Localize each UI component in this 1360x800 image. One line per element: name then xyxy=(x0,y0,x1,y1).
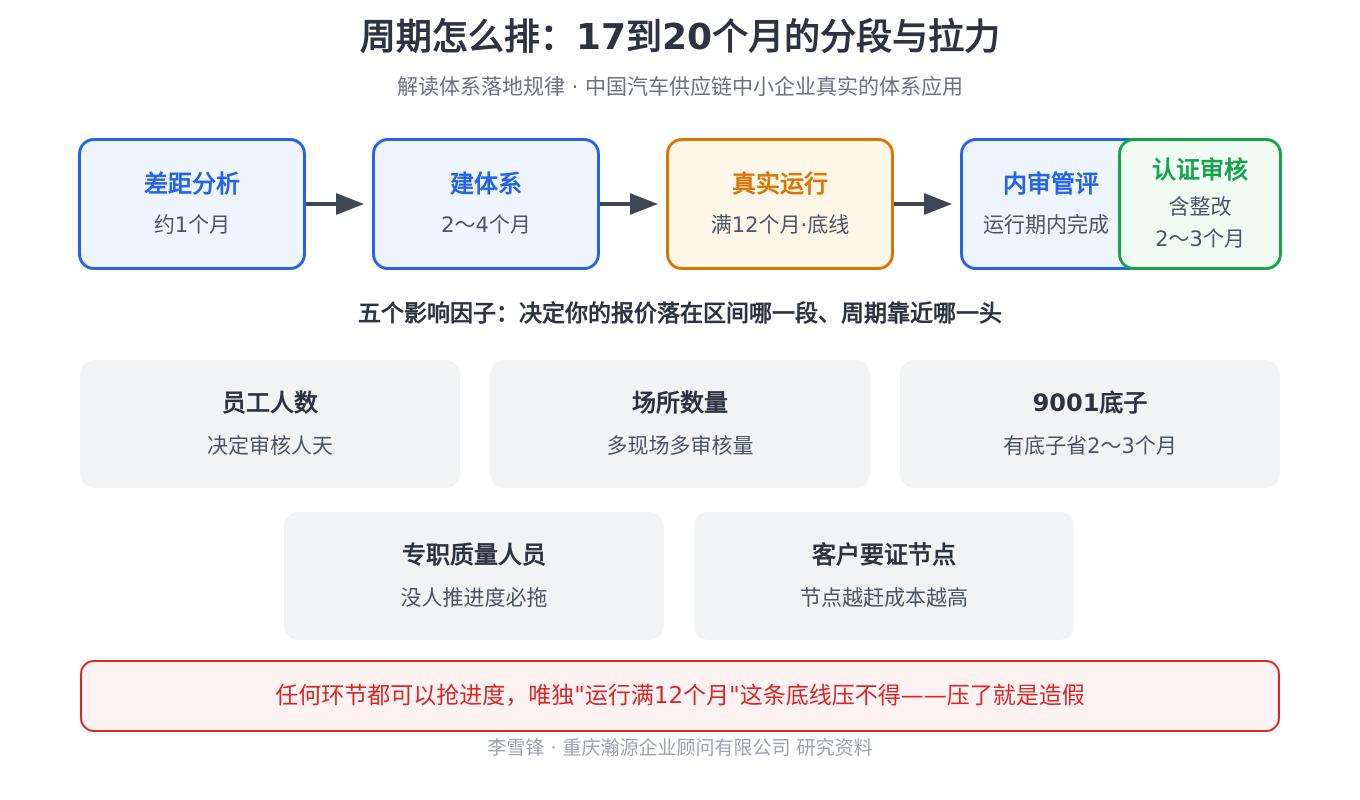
stage-build-system: 建体系 2～4个月 xyxy=(372,138,600,270)
factor-card-9001-basis: 9001底子 有底子省2～3个月 xyxy=(900,360,1280,488)
stage-duration: 运行期内完成 xyxy=(983,213,1109,237)
factor-card-sites: 场所数量 多现场多审核量 xyxy=(490,360,870,488)
factor-name: 客户要证节点 xyxy=(812,541,956,569)
stage-duration-line2: 2～3个月 xyxy=(1155,227,1245,251)
stage-name: 认证审核 xyxy=(1152,156,1248,184)
page-title: 周期怎么排：17到20个月的分段与拉力 xyxy=(359,17,1001,58)
factor-desc: 节点越赶成本越高 xyxy=(800,586,968,610)
factor-card-headcount: 员工人数 决定审核人天 xyxy=(80,360,460,488)
factor-name: 9001底子 xyxy=(1032,389,1148,417)
factor-card-customer-deadline: 客户要证节点 节点越赶成本越高 xyxy=(694,512,1074,640)
arrow-3-icon xyxy=(892,193,952,215)
stage-duration-line1: 含整改 xyxy=(1168,195,1232,219)
warning-text: 任何环节都可以抢进度，唯独"运行满12个月"这条底线压不得——压了就是造假 xyxy=(275,683,1085,709)
stage-name: 差距分析 xyxy=(144,170,240,198)
stage-real-operation: 真实运行 满12个月·底线 xyxy=(666,138,894,270)
factor-card-quality-staff: 专职质量人员 没人推进度必拖 xyxy=(284,512,664,640)
factor-name: 场所数量 xyxy=(632,389,728,417)
stage-name: 建体系 xyxy=(450,170,522,198)
stage-name: 内审管评 xyxy=(1003,170,1099,198)
arrow-1-icon xyxy=(304,193,364,215)
page-subtitle: 解读体系落地规律 · 中国汽车供应链中小企业真实的体系应用 xyxy=(396,75,964,99)
factor-desc: 决定审核人天 xyxy=(207,434,333,458)
arrow-2-icon xyxy=(598,193,658,215)
stage-name: 真实运行 xyxy=(732,170,828,198)
stage-gap-analysis: 差距分析 约1个月 xyxy=(78,138,306,270)
warning-banner: 任何环节都可以抢进度，唯独"运行满12个月"这条底线压不得——压了就是造假 xyxy=(80,660,1280,732)
factor-name: 员工人数 xyxy=(222,389,318,417)
factor-desc: 没人推进度必拖 xyxy=(400,586,548,610)
stage-duration: 约1个月 xyxy=(153,213,231,237)
factor-name: 专职质量人员 xyxy=(402,541,546,569)
stage-duration: 2～4个月 xyxy=(441,213,531,237)
factor-desc: 多现场多审核量 xyxy=(606,434,754,458)
stage-duration: 满12个月·底线 xyxy=(710,213,850,237)
factors-title: 五个影响因子：决定你的报价落在区间哪一段、周期靠近哪一头 xyxy=(358,301,1002,327)
footer-credit: 李雪锋 · 重庆瀚源企业顾问有限公司 研究资料 xyxy=(487,737,873,759)
factor-desc: 有底子省2～3个月 xyxy=(1003,434,1177,458)
flow-arrows xyxy=(304,193,952,215)
stage-certification-audit: 认证审核 含整改 2～3个月 xyxy=(1118,138,1282,270)
